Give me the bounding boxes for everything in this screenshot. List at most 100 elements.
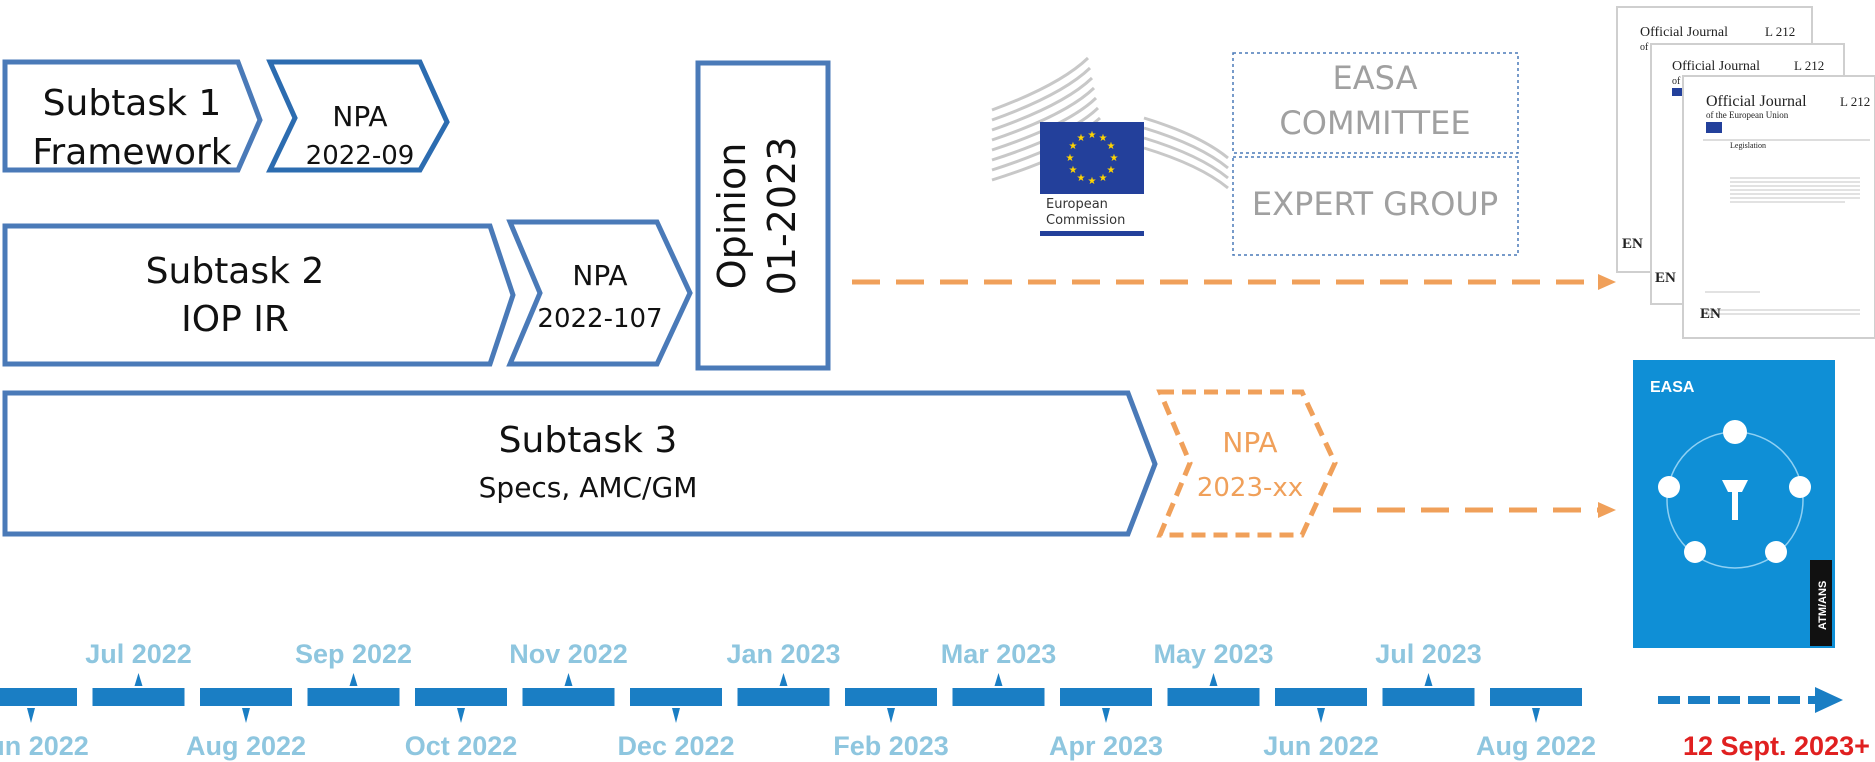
easa-cover-spine-label: ATM/ANS xyxy=(1817,581,1829,630)
npa-3-number: 2023-xx xyxy=(1197,473,1303,503)
timeline-bottom-label: Jun 2022 xyxy=(0,731,89,761)
journal-front-section: Legislation xyxy=(1730,141,1766,150)
svg-text:★: ★ xyxy=(1069,141,1078,152)
subtask-1-chevron xyxy=(2,59,263,173)
control-tower-icon xyxy=(1722,480,1748,520)
npa-1-number: 2022-09 xyxy=(306,141,415,171)
timeline-tick xyxy=(457,708,465,723)
journal-mid-en: EN xyxy=(1655,270,1676,286)
satellite-icon xyxy=(1723,420,1747,444)
timeline-bottom-label: Dec 2022 xyxy=(617,731,734,761)
journal-back-en: EN xyxy=(1622,236,1643,252)
eu-stars-icon: ★★★ ★★★ ★★★ ★★★ xyxy=(1066,130,1119,187)
timeline-tick xyxy=(242,708,250,723)
timeline-bottom-label: Oct 2022 xyxy=(405,731,518,761)
timeline-bottom-label: Aug 2022 xyxy=(186,731,306,761)
timeline-tick xyxy=(779,673,788,686)
timeline-bar xyxy=(1275,688,1367,706)
timeline-bar xyxy=(630,688,722,706)
timeline-tick xyxy=(994,673,1003,686)
timeline-bar xyxy=(92,688,185,706)
commission-line-1: European xyxy=(1046,197,1108,212)
timeline-tick xyxy=(887,708,895,723)
journal-mid-of: of xyxy=(1672,76,1681,87)
truck-icon xyxy=(1684,541,1706,563)
npa-3-chevron-dashed xyxy=(1156,389,1338,538)
opinion-title: Opinion xyxy=(710,143,754,290)
npa-3-label: NPA xyxy=(1222,426,1277,459)
timeline-tick xyxy=(134,673,143,686)
subtask-2-block: Subtask 2 IOP IR xyxy=(2,223,516,367)
eu-flag xyxy=(1040,122,1144,194)
timeline-top-label: Jul 2023 xyxy=(1375,639,1482,669)
journal-front-title: Official Journal xyxy=(1706,93,1807,110)
npa-3-block: NPA 2023-xx xyxy=(1156,389,1338,538)
subtask-1-block: Subtask 1 Framework xyxy=(2,59,263,173)
timeline-tick xyxy=(1424,673,1433,686)
journal-back-of: of xyxy=(1640,42,1649,53)
subtask-3-block: Subtask 3 Specs, AMC/GM xyxy=(2,390,1158,537)
timeline-bar xyxy=(1490,688,1582,706)
svg-text:★: ★ xyxy=(1088,176,1097,187)
subtask-3-title: Subtask 3 xyxy=(499,420,678,461)
opinion-number: 01-2023 xyxy=(760,137,804,296)
timeline-bottom-label: Feb 2023 xyxy=(833,731,949,761)
subtask-2-chevron xyxy=(2,223,516,367)
npa-2-block: NPA 2022-107 xyxy=(506,219,693,367)
npa-2-chevron xyxy=(506,219,693,367)
timeline-top-label: Jul 2022 xyxy=(85,639,192,669)
timeline-tick xyxy=(349,673,358,686)
commission-line-2: Commission xyxy=(1046,213,1125,228)
official-journal-stack: Official Journal L 212 of EN Official Jo… xyxy=(1616,6,1875,339)
timeline-top-label: Mar 2023 xyxy=(941,639,1057,669)
timeline-bar xyxy=(737,688,830,706)
subtask-2-subtitle: IOP IR xyxy=(181,299,289,340)
timeline-bar xyxy=(1167,688,1260,706)
timeline-end-label: 12 Sept. 2023+ xyxy=(1683,731,1870,761)
easa-logo: EASA xyxy=(1650,379,1695,396)
easa-document-cover: EASA ATM/ANS xyxy=(1633,360,1835,648)
journal-front-subtitle: of the European Union xyxy=(1706,110,1789,120)
timeline-bar xyxy=(1382,688,1475,706)
timeline-top-label: Jan 2023 xyxy=(726,639,840,669)
timeline-tick xyxy=(672,708,680,723)
radar-icon xyxy=(1765,541,1787,563)
subtask-3-chevron xyxy=(2,390,1158,537)
npa-2-number: 2022-107 xyxy=(537,304,662,334)
timeline-bar xyxy=(307,688,400,706)
timeline-bars xyxy=(0,688,1582,706)
timeline-tick xyxy=(1317,708,1325,723)
journal-mid-flag xyxy=(1672,88,1682,96)
arrow-npa3-to-easa-doc xyxy=(1333,502,1616,518)
weather-icon xyxy=(1658,476,1680,498)
opinion-box xyxy=(695,60,831,371)
npa-2-label: NPA xyxy=(572,259,627,292)
journal-back-number: L 212 xyxy=(1765,24,1795,39)
journal-mid-number: L 212 xyxy=(1794,58,1824,73)
timeline-bottom-label: Jun 2022 xyxy=(1263,731,1379,761)
journal-front-flag xyxy=(1706,122,1722,133)
subtask-1-subtitle: Framework xyxy=(32,132,231,173)
journal-mid-title: Official Journal xyxy=(1672,59,1760,74)
globe-icon xyxy=(1789,476,1811,498)
timeline-bottom-label: Apr 2023 xyxy=(1049,731,1163,761)
timeline-bar xyxy=(1060,688,1152,706)
journal-front-number: L 212 xyxy=(1840,94,1870,109)
svg-text:★: ★ xyxy=(1107,141,1116,152)
journal-back-title: Official Journal xyxy=(1640,25,1728,40)
committee-box: EASA COMMITTEE xyxy=(1232,52,1519,154)
subtask-1-title: Subtask 1 xyxy=(43,83,222,124)
svg-text:★: ★ xyxy=(1069,165,1078,176)
timeline-bar xyxy=(952,688,1045,706)
subtask-3-subtitle: Specs, AMC/GM xyxy=(479,471,698,504)
timeline-bar xyxy=(0,688,77,706)
journal-front-text-lines xyxy=(1705,177,1860,315)
timeline-top-label: May 2023 xyxy=(1153,639,1273,669)
arrow-opinion-to-journal xyxy=(852,274,1616,290)
svg-text:★: ★ xyxy=(1077,173,1086,184)
svg-text:★: ★ xyxy=(1107,165,1116,176)
timeline-bar xyxy=(200,688,292,706)
svg-text:★: ★ xyxy=(1088,130,1097,141)
